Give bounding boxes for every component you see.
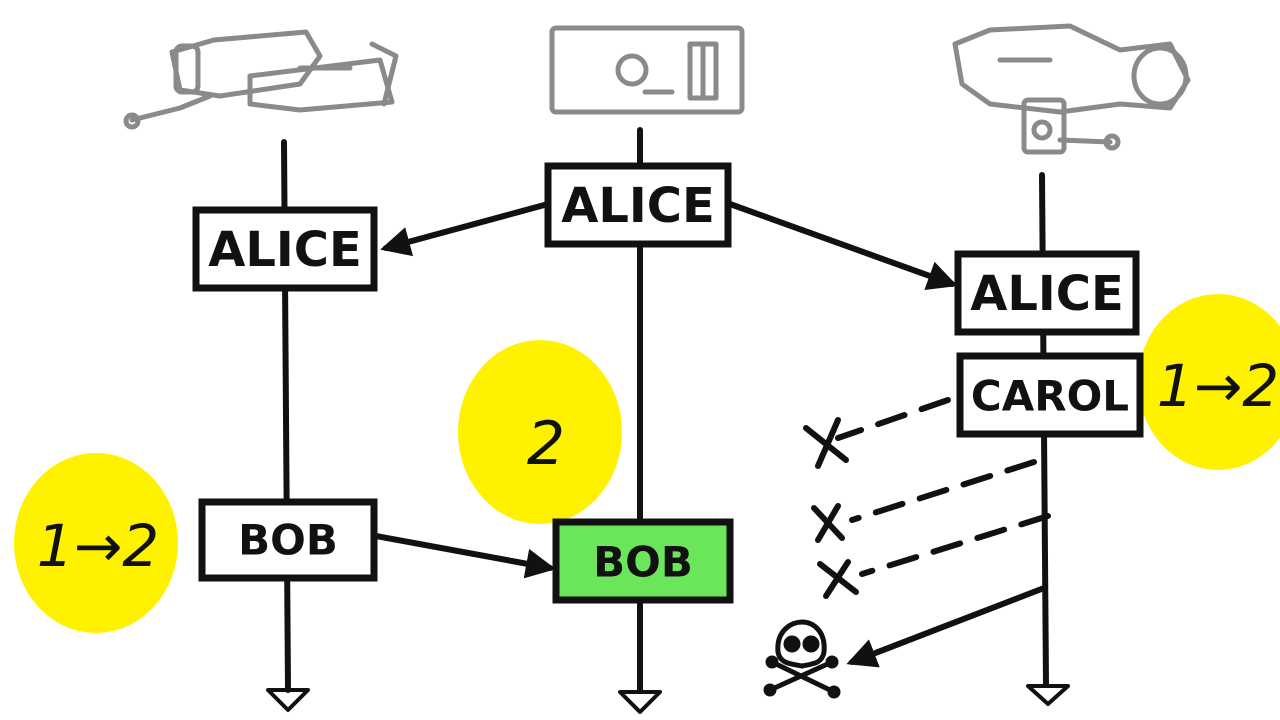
badge-blob-center bbox=[458, 340, 622, 524]
timeline-end-marker-left bbox=[266, 688, 310, 712]
camera-icon bbox=[123, 29, 399, 130]
svg-text:CAROL: CAROL bbox=[971, 372, 1129, 421]
svg-text:BOB: BOB bbox=[238, 516, 338, 565]
badge-label-center: 2 bbox=[527, 409, 565, 479]
badge-blob-left bbox=[14, 453, 178, 633]
svg-text:BOB: BOB bbox=[593, 538, 693, 587]
arrow-to-terminated bbox=[846, 585, 1047, 668]
message-bob-left: BOB bbox=[198, 498, 378, 582]
dashed-rejected-line-1 bbox=[835, 397, 951, 441]
rejected-mark-icon bbox=[803, 417, 849, 469]
svg-text:ALICE: ALICE bbox=[970, 266, 1124, 322]
badge-blob-right bbox=[1138, 294, 1280, 470]
timeline-end-marker-right bbox=[1026, 684, 1070, 706]
arrow-alice-to-left bbox=[380, 201, 551, 257]
vault-icon bbox=[549, 25, 745, 115]
message-alice-center: ALICE bbox=[544, 162, 732, 248]
svg-text:ALICE: ALICE bbox=[208, 222, 362, 278]
message-alice-right: ALICE bbox=[954, 250, 1140, 336]
projector-icon bbox=[952, 23, 1191, 155]
message-carol-right: CAROL bbox=[956, 352, 1144, 438]
svg-text:ALICE: ALICE bbox=[561, 178, 715, 234]
rejected-mark-icon bbox=[817, 559, 859, 599]
badge-label-left: 1→2 bbox=[37, 512, 159, 580]
dashed-rejected-line-3 bbox=[859, 513, 1051, 577]
message-alice-left: ALICE bbox=[192, 206, 378, 292]
message-bob-center-accepted: BOB bbox=[552, 518, 734, 604]
badge-label-right: 1→2 bbox=[1157, 352, 1279, 420]
arrow-bob-to-center bbox=[373, 533, 556, 579]
rejected-mark-icon bbox=[811, 503, 845, 543]
dashed-rejected-line-2 bbox=[849, 459, 1037, 523]
arrow-alice-to-right bbox=[727, 201, 958, 290]
timeline-end-marker-center bbox=[618, 690, 662, 714]
skull-crossbones-icon bbox=[763, 619, 841, 699]
